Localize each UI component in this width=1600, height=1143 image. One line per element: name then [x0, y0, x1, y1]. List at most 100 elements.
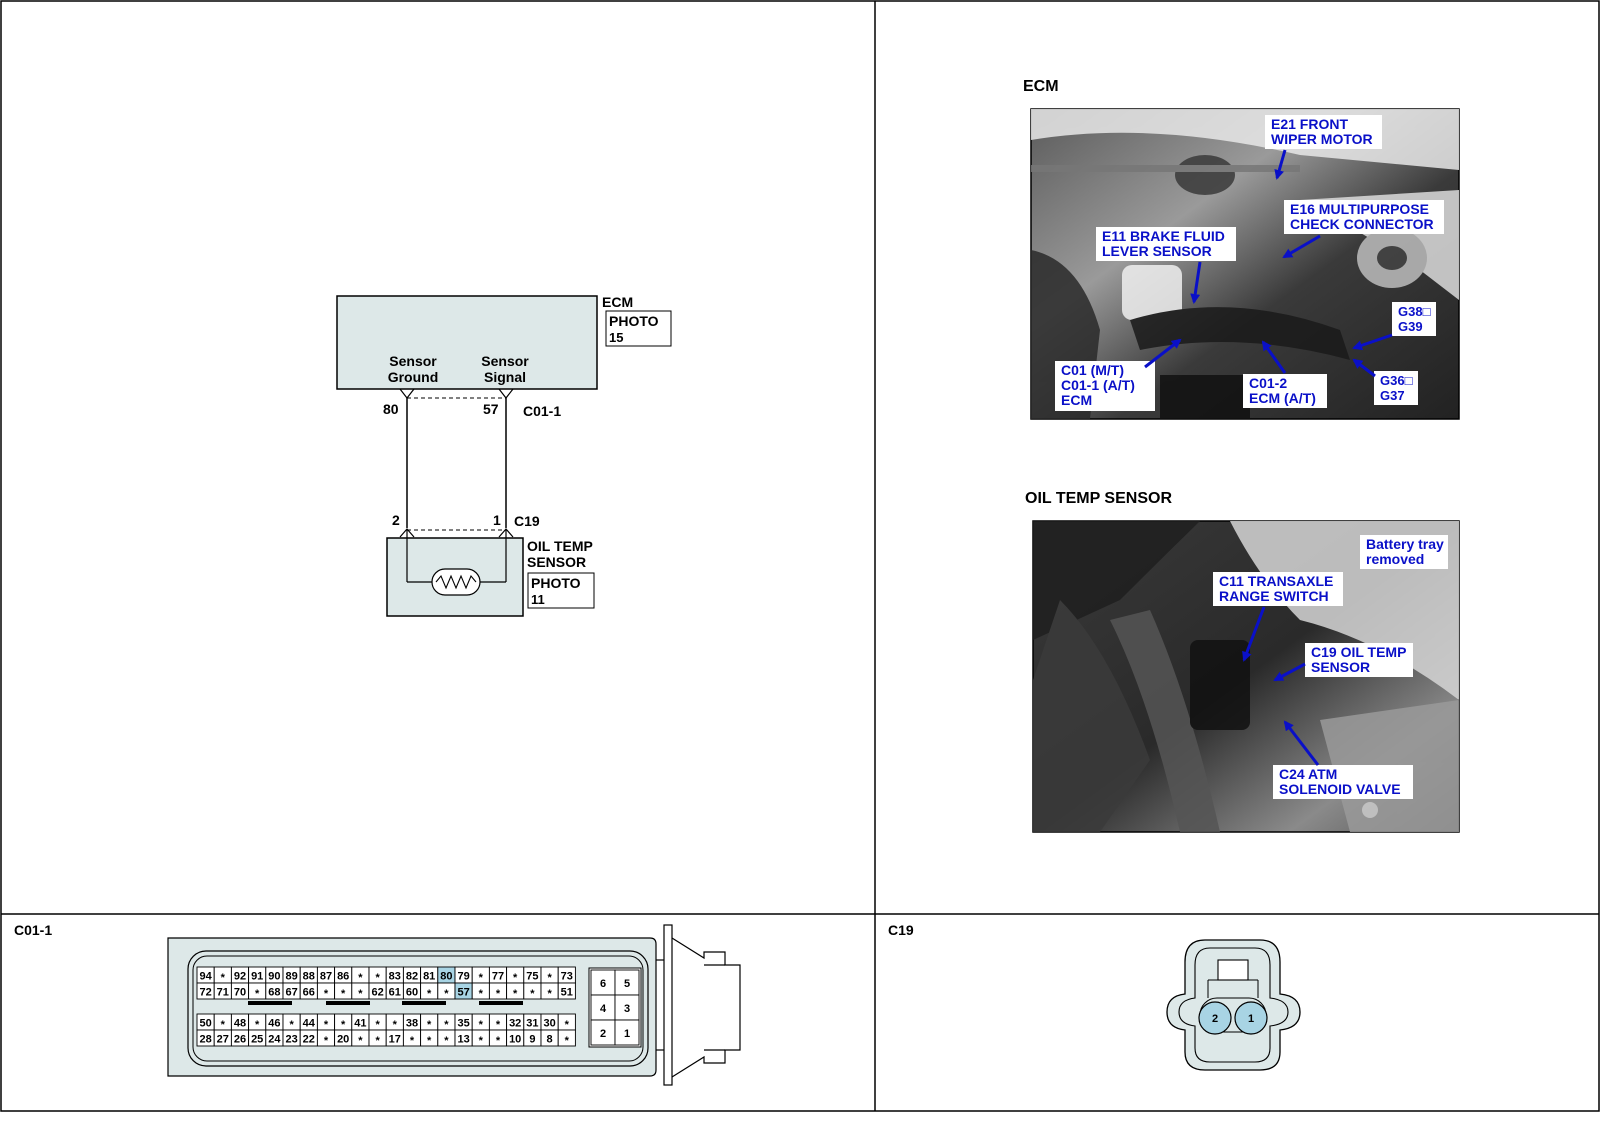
c01-1-pin-label: * — [496, 1035, 501, 1047]
c01-1-pin-label: * — [444, 1035, 449, 1047]
callout-c24: C24 ATM SOLENOID VALVE — [1273, 720, 1413, 799]
ecm-signal-label-2: Signal — [484, 369, 526, 385]
c01-1-pin-label: * — [358, 1035, 363, 1047]
c01-1-pin-label: 81 — [423, 971, 435, 983]
c01-1-pin-label: * — [375, 1035, 380, 1047]
c01-1-pin-label: 20 — [337, 1034, 349, 1046]
c19-pin-2 — [1198, 1001, 1232, 1035]
c01-1-pin-label: 66 — [303, 987, 315, 999]
c01-1-pin-label: * — [565, 1019, 570, 1031]
c01-1-pin-label: 71 — [217, 987, 229, 999]
c01-1-pin-label: 72 — [199, 987, 211, 999]
c01-1-pin-label: * — [496, 988, 501, 1000]
c01-1-pin-label: 17 — [389, 1034, 401, 1046]
c01-1-pin-label: 61 — [389, 987, 401, 999]
svg-text:RANGE SWITCH: RANGE SWITCH — [1219, 588, 1329, 604]
c19-pin-2-label: 2 — [1212, 1013, 1218, 1025]
c01-1-pin-label: 92 — [234, 971, 246, 983]
svg-text:C11 TRANSAXLE: C11 TRANSAXLE — [1219, 573, 1333, 589]
c01-1-pin-label: 50 — [199, 1018, 211, 1030]
callout-c11: C11 TRANSAXLE RANGE SWITCH — [1213, 572, 1343, 662]
c01-1-pin-label: * — [324, 1035, 329, 1047]
sensor-title: OIL TEMP — [527, 538, 593, 554]
ecm-ground-label-2: Ground — [388, 369, 439, 385]
c01-1-pin-label: 30 — [543, 1018, 555, 1030]
c19-label: C19 — [888, 922, 914, 938]
c01-1-pin-label: * — [427, 988, 432, 1000]
schematic: ECM PHOTO 15 Sensor Ground Sensor Signal… — [336, 294, 672, 617]
c01-1-side-label: 6 — [600, 978, 606, 990]
c01-1-pin-label: * — [444, 1019, 449, 1031]
c01-1-pin-label: * — [410, 1035, 415, 1047]
c01-1-side-label: 5 — [624, 978, 630, 990]
c01-1-pin-label: 32 — [509, 1018, 521, 1030]
c01-1-pin-label: * — [479, 1035, 484, 1047]
c01-1-pin-label: 79 — [457, 971, 469, 983]
callout-e21: E21 FRONT WIPER MOTOR — [1265, 115, 1382, 180]
callout-c19: C19 OIL TEMP SENSOR — [1273, 643, 1413, 682]
svg-text:WIPER MOTOR: WIPER MOTOR — [1271, 131, 1373, 147]
c01-1-pin-label: * — [324, 1019, 329, 1031]
ecm-photo-number: 15 — [609, 330, 623, 345]
c01-1-pin-label: 23 — [285, 1034, 297, 1046]
callout-e16: E16 MULTIPURPOSE CHECK CONNECTOR — [1282, 200, 1444, 259]
c01-1-pin-label: * — [479, 1019, 484, 1031]
c01-1-pin-label: 31 — [526, 1018, 538, 1030]
c01-1-pin-label: * — [375, 1019, 380, 1031]
svg-text:C01-2: C01-2 — [1249, 375, 1287, 391]
sensor-pin-1: 1 — [493, 512, 501, 528]
c01-1-pin-label: * — [427, 1019, 432, 1031]
ecm-terminal-left — [399, 388, 415, 399]
c01-1-label: C01-1 — [14, 922, 52, 938]
c01-1-pin-label: 22 — [303, 1034, 315, 1046]
c01-1-pin-label: * — [358, 988, 363, 1000]
c01-1-pin-label: 77 — [492, 971, 504, 983]
sensor-photo-box — [527, 572, 595, 609]
c01-1-pin-label: * — [565, 1035, 570, 1047]
svg-text:SOLENOID VALVE: SOLENOID VALVE — [1279, 781, 1401, 797]
c01-1-pin-label: 62 — [371, 987, 383, 999]
c01-1-side-label: 4 — [600, 1003, 607, 1015]
c01-1-pin-label: 10 — [509, 1034, 521, 1046]
c01-1-pin-label: 9 — [529, 1034, 535, 1046]
c01-1-side-cell — [614, 969, 640, 996]
c01-1-pin-label: * — [393, 1019, 398, 1031]
ecm-photo-box — [605, 310, 672, 347]
sensor-connector-label: C19 — [514, 513, 540, 529]
c01-1-pin-label: * — [289, 1019, 294, 1031]
c01-1-pin-label: 68 — [268, 987, 280, 999]
c01-1-pin-label: 73 — [561, 971, 573, 983]
svg-text:ECM (A/T): ECM (A/T) — [1249, 390, 1316, 406]
c01-1-pin-label: * — [513, 988, 518, 1000]
c19-pin-1-label: 1 — [1248, 1013, 1254, 1025]
svg-text:E21 FRONT: E21 FRONT — [1271, 116, 1348, 132]
sensor-photo-number: 11 — [531, 592, 545, 607]
c01-1-pin-label: * — [479, 988, 484, 1000]
c01-1-pin-label: * — [255, 988, 260, 1000]
thermistor-icon — [431, 568, 481, 596]
c19-housing — [1166, 939, 1301, 1071]
callout-e11: E11 BRAKE FLUID LEVER SENSOR — [1096, 227, 1236, 304]
c01-1-pin-label: 80 — [440, 971, 452, 983]
c01-1-lock-tab — [656, 924, 741, 1086]
c01-1-pin-label: 44 — [303, 1018, 316, 1030]
c01-1-pin-label: 86 — [337, 971, 349, 983]
ecm-signal-label: Sensor — [481, 353, 529, 369]
svg-text:G36□: G36□ — [1380, 373, 1413, 388]
c01-1-pin-label: * — [427, 1035, 432, 1047]
c01-1-pin-label: 75 — [526, 971, 538, 983]
c01-1-pin-label: 82 — [406, 971, 418, 983]
svg-text:SENSOR: SENSOR — [1311, 659, 1370, 675]
c01-1-pin-label: 88 — [303, 971, 315, 983]
c01-1-pin-label: * — [221, 1019, 226, 1031]
c01-1-pin-label: 24 — [268, 1034, 281, 1046]
c01-1-pin-label: 67 — [285, 987, 297, 999]
ecm-title: ECM — [602, 294, 633, 310]
sensor-terminal-right — [498, 528, 514, 538]
ecm-terminal-right — [498, 388, 514, 399]
c01-1-pin-label: 25 — [251, 1034, 263, 1046]
c01-1-pin-label: * — [341, 1019, 346, 1031]
oil-photo-section: OIL TEMP SENSOR Battery tray removed C11… — [1025, 490, 1460, 833]
c01-1-pin-label: 41 — [354, 1018, 366, 1030]
